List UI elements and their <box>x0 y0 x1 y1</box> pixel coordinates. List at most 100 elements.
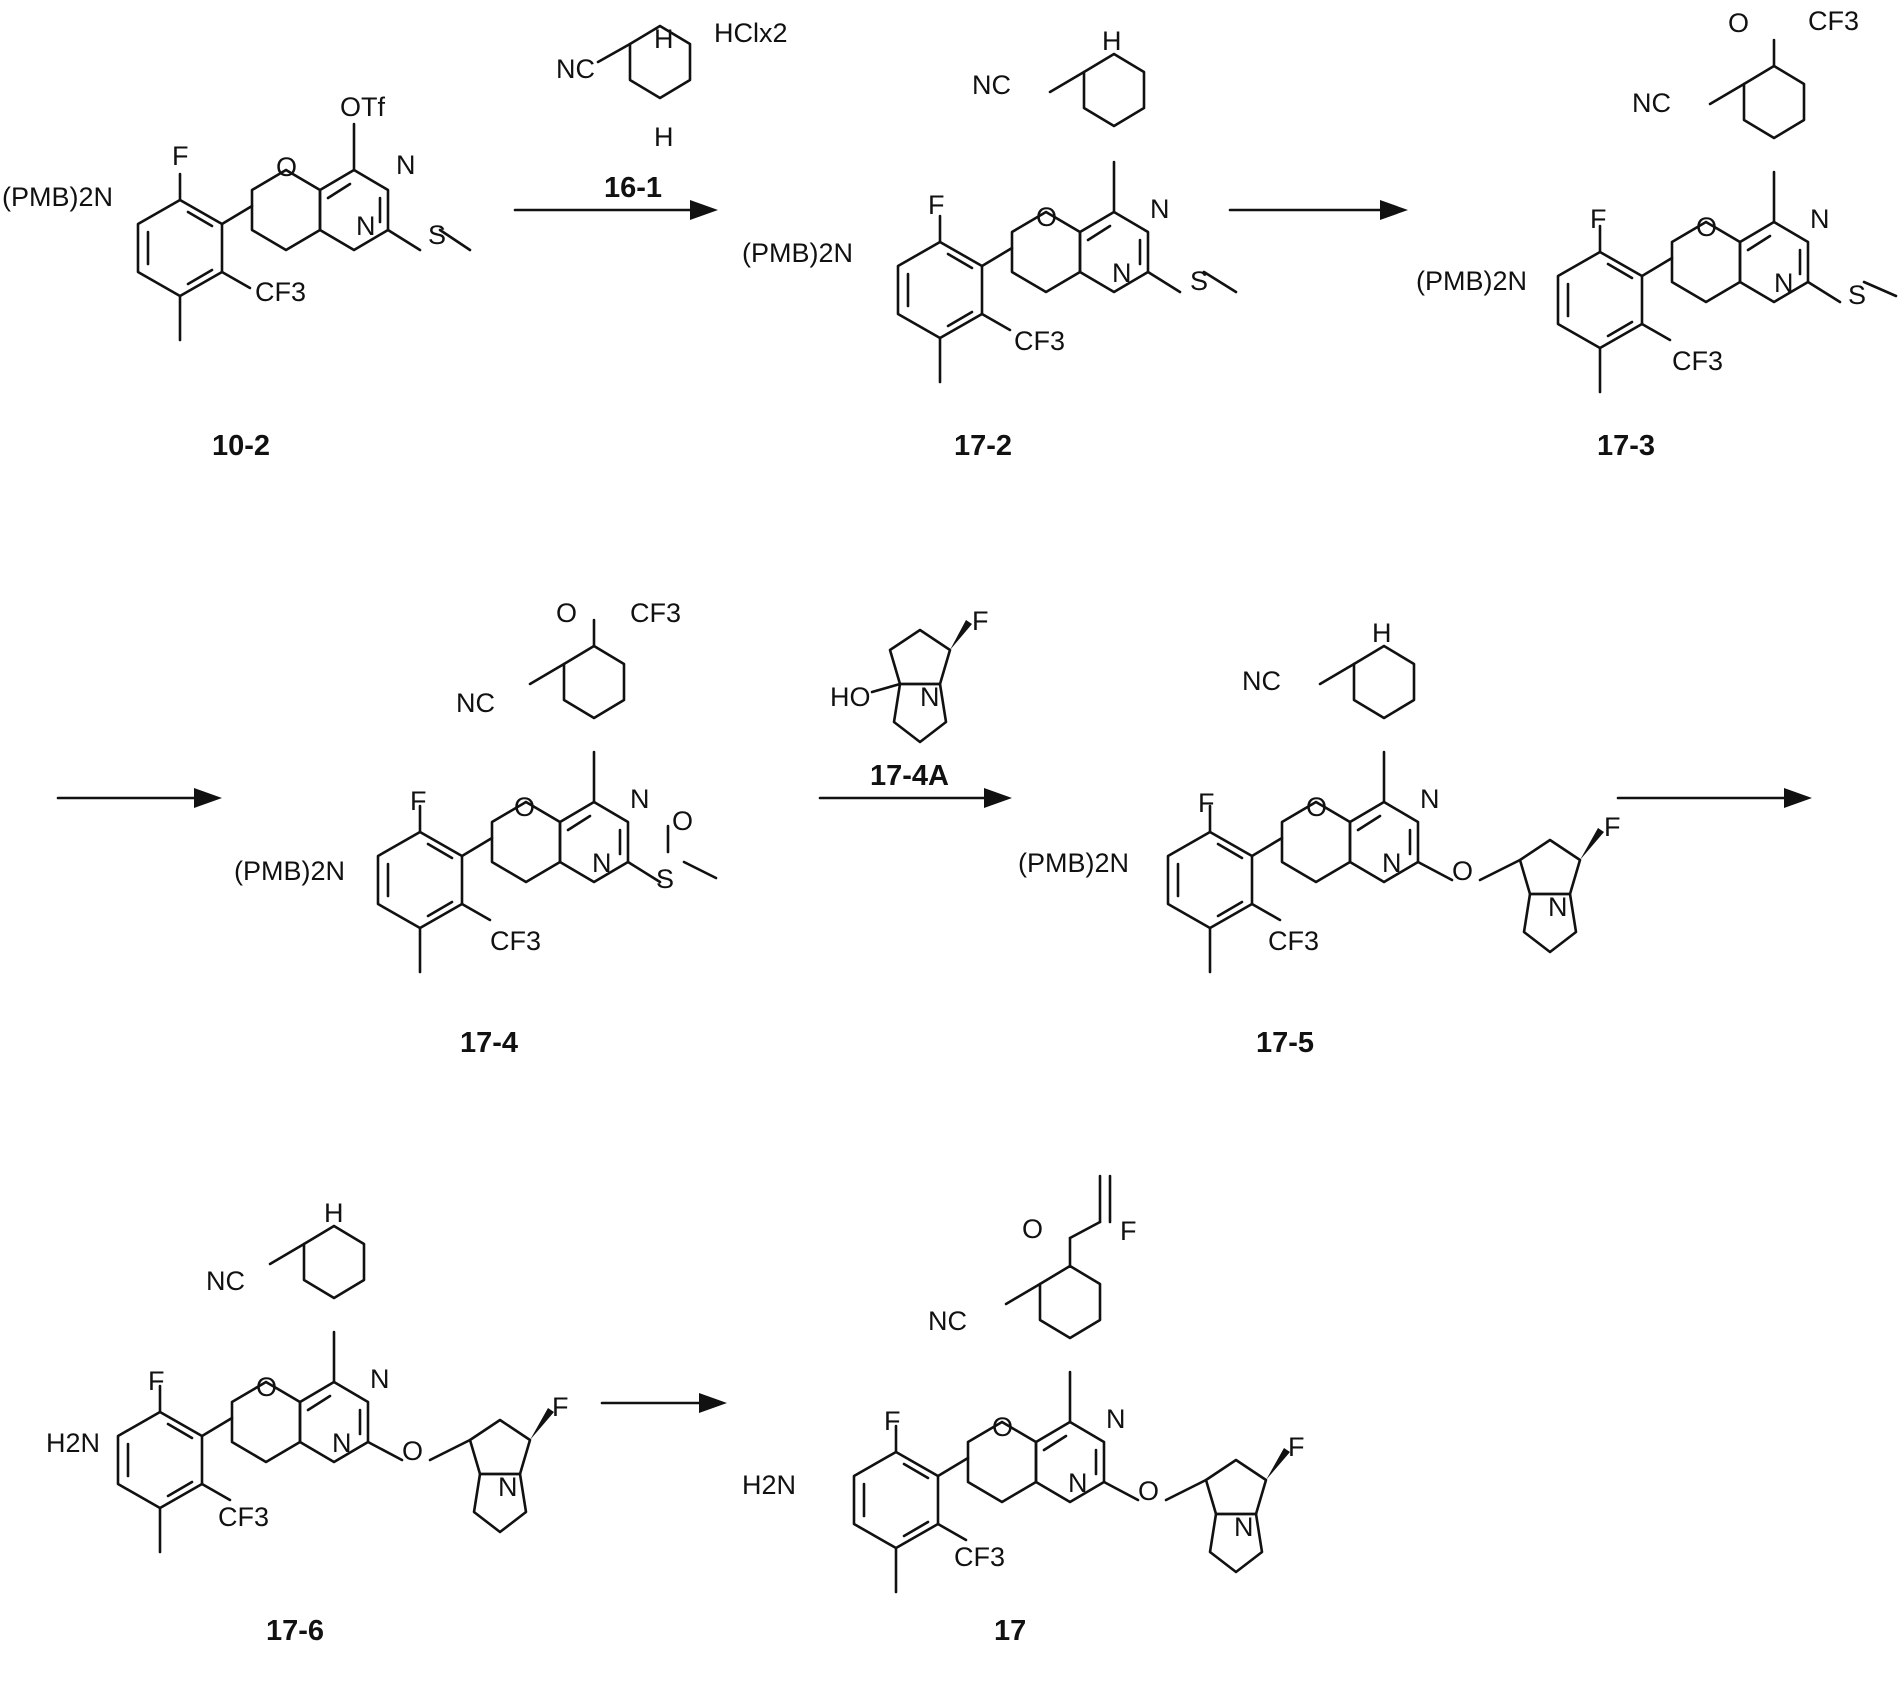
amine-label-17: H2N <box>742 1470 796 1500</box>
nc-label-17: NC <box>928 1306 967 1336</box>
fluoro-label-17-3: F <box>1590 204 1607 234</box>
pyrr-f-label-17: F <box>1288 1432 1305 1462</box>
cf3-label-10-2: CF3 <box>255 277 306 307</box>
oxygen-label-17-2: O <box>1036 202 1057 232</box>
reagent-16-1-structure <box>598 26 690 98</box>
pmb-amine-label-17-5: (PMB)2N <box>1018 848 1129 878</box>
compound-label-17-2: 17-2 <box>954 430 1012 462</box>
reaction-arrow-5 <box>1618 788 1812 808</box>
amine-label-17-6: H2N <box>46 1428 100 1458</box>
pmb-amine-label-17-4: (PMB)2N <box>234 856 345 886</box>
pmb-amine-label-17-3: (PMB)2N <box>1416 266 1527 296</box>
nh-label-17-5: H <box>1372 618 1392 648</box>
o-ether-label-17-5: O <box>1452 856 1473 886</box>
oxygen-label-17: O <box>992 1412 1013 1442</box>
oxygen-label-17-6: O <box>256 1372 277 1402</box>
o-label-17-4: O <box>556 598 577 628</box>
n-label-17-5-b: N <box>1382 848 1402 878</box>
reagent-17-4A-structure <box>872 620 972 742</box>
reagent-nc-label: NC <box>556 54 595 84</box>
otf-label-10-2: OTf <box>340 92 385 122</box>
nc-label-17-4: NC <box>456 688 495 718</box>
n-label-10-2-b: N <box>356 211 376 241</box>
pyrr-n-label-17-6: N <box>498 1472 518 1502</box>
oxygen-label-17-3: O <box>1696 212 1717 242</box>
compound-label-17: 17 <box>994 1615 1026 1647</box>
fluoro-label-17-5: F <box>1198 788 1215 818</box>
pyrr-n-label-17-5: N <box>1548 892 1568 922</box>
compound-17-3-structure <box>1558 40 1896 392</box>
nc-label-17-5: NC <box>1242 666 1281 696</box>
compound-17-5-structure <box>1168 646 1604 972</box>
reaction-arrow-6 <box>602 1393 727 1413</box>
cf3-label-17-5: CF3 <box>1268 926 1319 956</box>
pyrr-n-label-17: N <box>1234 1512 1254 1542</box>
fluoro-label-17: F <box>884 1406 901 1436</box>
n-label-17-a: N <box>1106 1404 1126 1434</box>
oxygen-label-17-5: O <box>1306 792 1327 822</box>
reagent-n-label: N <box>920 682 940 712</box>
pmb-amine-label-17-2: (PMB)2N <box>742 238 853 268</box>
n-label-17-6-a: N <box>370 1364 390 1394</box>
n-label-17-4-b: N <box>592 848 612 878</box>
n-label-17-b: N <box>1068 1468 1088 1498</box>
so-label-17-4: O <box>672 806 693 836</box>
compound-17-structure <box>854 1176 1290 1592</box>
n-label-17-5-a: N <box>1420 784 1440 814</box>
o-ether-label-17-6: O <box>402 1436 423 1466</box>
n-label-17-6-b: N <box>332 1428 352 1458</box>
fluoro-label-17-6: F <box>148 1366 165 1396</box>
n-label-10-2-a: N <box>396 150 416 180</box>
compound-label-17-6: 17-6 <box>266 1615 324 1647</box>
fluoro-label-10-2: F <box>172 141 189 171</box>
compound-label-10-2: 10-2 <box>212 430 270 462</box>
oxygen-label-10-2: O <box>276 152 297 182</box>
reagent-f-label: F <box>972 606 989 636</box>
s-label-17-3: S <box>1848 280 1866 310</box>
oxygen-label-17-4: O <box>514 792 535 822</box>
fluoro-label-17-2: F <box>928 190 945 220</box>
reagent-label-16-1: 16-1 <box>604 172 662 204</box>
cf3-label-17-2: CF3 <box>1014 326 1065 356</box>
n-label-17-3-b: N <box>1774 268 1794 298</box>
s-label-17-2: S <box>1190 266 1208 296</box>
compound-17-6-structure <box>118 1226 554 1552</box>
reaction-arrow-3 <box>58 788 222 808</box>
cf3-label-17-3: CF3 <box>1672 346 1723 376</box>
n-label-17-3-a: N <box>1810 204 1830 234</box>
nc-label-17-2: NC <box>972 70 1011 100</box>
cf3-label-17-4: CF3 <box>490 926 541 956</box>
cf3-label-17: CF3 <box>954 1542 1005 1572</box>
vinyl-f-label-17: F <box>1120 1216 1137 1246</box>
reagent-nh-label-b: H <box>654 122 674 152</box>
nh-label-17-6: H <box>324 1198 344 1228</box>
pyrr-f-label-17-5: F <box>1604 812 1621 842</box>
compound-label-17-3: 17-3 <box>1597 430 1655 462</box>
n-label-17-2-b: N <box>1112 258 1132 288</box>
n-label-17-4-a: N <box>630 784 650 814</box>
cf3-label-17-6: CF3 <box>218 1502 269 1532</box>
cf3-acyl-label-17-3: CF3 <box>1808 6 1859 36</box>
reaction-arrow-2 <box>1230 200 1408 220</box>
s-label-17-4: S <box>656 864 674 894</box>
nh-label-17-2: H <box>1102 26 1122 56</box>
o-ether-label-17: O <box>1138 1476 1159 1506</box>
compound-17-2-structure <box>898 54 1236 382</box>
compound-17-4-structure <box>378 620 716 972</box>
nc-label-17-6: NC <box>206 1266 245 1296</box>
nc-label-17-3: NC <box>1632 88 1671 118</box>
compound-label-17-5: 17-5 <box>1256 1027 1314 1059</box>
pmb-amine-label-10-2: (PMB)2N <box>2 182 113 212</box>
reagent-label-17-4A: 17-4A <box>870 760 949 792</box>
reagent-nh-label-a: H <box>654 24 674 54</box>
fluoro-label-17-4: F <box>410 786 427 816</box>
reagent-salt-label: HClx2 <box>714 18 788 48</box>
s-label-10-2: S <box>428 220 446 250</box>
reagent-ho-label: HO <box>830 682 871 712</box>
o-label-17-3: O <box>1728 8 1749 38</box>
compound-label-17-4: 17-4 <box>460 1027 518 1059</box>
n-label-17-2-a: N <box>1150 194 1170 224</box>
cf3-acyl-label-17-4: CF3 <box>630 598 681 628</box>
pyrr-f-label-17-6: F <box>552 1392 569 1422</box>
